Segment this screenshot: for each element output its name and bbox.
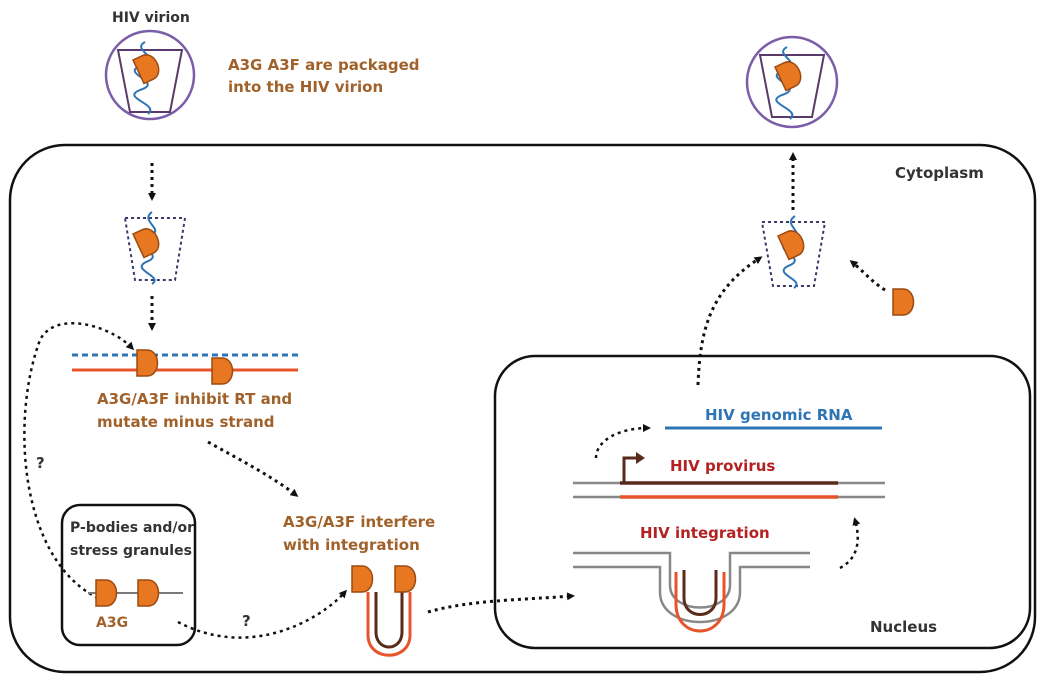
question-mark-1: ?: [36, 454, 45, 472]
assembling-core: [760, 215, 827, 289]
promoter-arrow-icon: [622, 456, 638, 483]
nucleus-label: Nucleus: [870, 618, 937, 636]
question-mark-2: ?: [242, 612, 251, 630]
virion-title: HIV virion: [112, 10, 190, 26]
cytoplasm-label: Cytoplasm: [895, 164, 984, 182]
a3g-protein-icon: [777, 226, 809, 261]
a3g-protein-icon: [774, 57, 806, 92]
a3g-protein-icon: [137, 579, 160, 607]
a3g-protein-icon: [132, 224, 164, 259]
a3g-protein-icon: [211, 357, 234, 385]
interfere-text-line2: with integration: [283, 536, 420, 554]
packaged-text-line1: A3G A3F are packaged: [228, 56, 420, 74]
a3g-protein-icon: [892, 288, 915, 316]
dotted-arrow-icon: [177, 589, 347, 639]
interfere-text-line1: A3G/A3F interfere: [283, 513, 435, 531]
dotted-arrow-icon: [839, 517, 861, 570]
p-bodies-box: [60, 503, 197, 647]
a3g-protein-icon: [394, 565, 417, 593]
genomic-rna-label: HIV genomic RNA: [705, 406, 853, 424]
dotted-arrow-icon: [207, 440, 299, 497]
hiv-virion-icon: [104, 29, 196, 121]
p-bodies-label-line1: P-bodies and/or: [70, 520, 194, 536]
dotted-arrow-icon: [696, 256, 763, 386]
provirus-label: HIV provirus: [670, 457, 775, 475]
packaged-text-line2: into the HIV virion: [228, 78, 383, 96]
inhibit-text-line2: mutate minus strand: [97, 413, 274, 431]
dotted-arrow-icon: [594, 424, 651, 459]
a3g-protein-icon: [136, 349, 159, 377]
dna-duplex-icon: [573, 452, 885, 499]
entering-core: [123, 211, 187, 285]
integration-label: HIV integration: [640, 524, 770, 542]
dna-duplex-icon: [573, 551, 810, 633]
dotted-arrow-icon: [23, 322, 135, 600]
integration-complex: [351, 565, 417, 657]
a3g-protein-icon: [95, 579, 118, 607]
p-bodies-label-line2: stress granules: [70, 543, 192, 559]
cytoplasm-boundary: [8, 143, 1037, 674]
inhibit-text-line1: A3G/A3F inhibit RT and: [97, 390, 292, 408]
dotted-arrow-icon: [427, 592, 575, 614]
a3g-label: A3G: [96, 615, 128, 631]
a3g-protein-icon: [132, 50, 164, 85]
nucleus-boundary: [493, 354, 1032, 650]
dotted-arrow-icon: [849, 260, 886, 292]
hiv-virion-icon: [745, 35, 839, 129]
a3g-protein-icon: [351, 565, 374, 593]
